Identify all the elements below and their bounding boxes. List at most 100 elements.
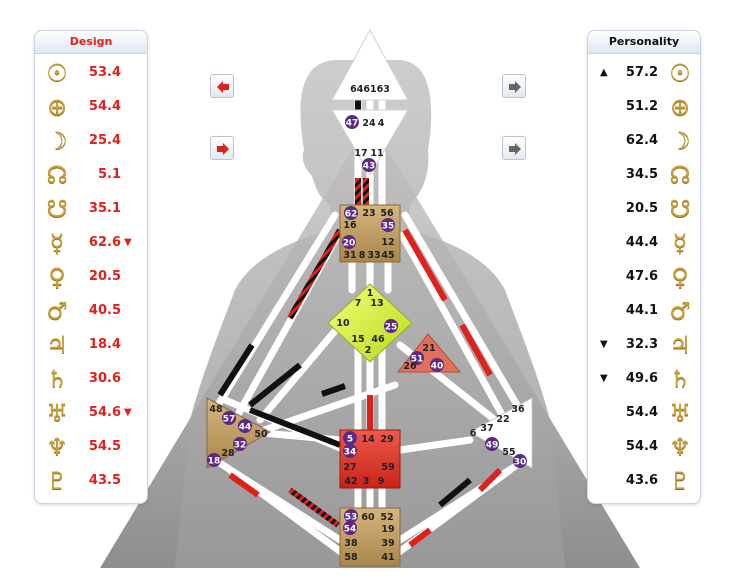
svg-text:4: 4	[378, 118, 385, 129]
personality-row: ☉ 57.2 ▲	[588, 58, 700, 88]
arrow-right-icon	[217, 143, 229, 155]
svg-text:53: 53	[345, 513, 358, 523]
retrograde-arrow-icon: ▲	[600, 67, 608, 78]
personality-row: ⊕51.2	[588, 92, 700, 122]
svg-text:60: 60	[361, 512, 375, 523]
svg-text:51: 51	[411, 355, 424, 365]
planet-glyph-icon: ♀	[48, 263, 66, 291]
activation-value: 30.6	[88, 371, 121, 386]
svg-text:29: 29	[380, 434, 393, 445]
svg-text:52: 52	[380, 512, 393, 523]
svg-text:13: 13	[370, 298, 383, 309]
planet-glyph-icon: ♃	[46, 331, 68, 359]
svg-text:38: 38	[344, 538, 358, 549]
activation-value: 57.2	[625, 65, 658, 80]
g-center	[327, 283, 413, 363]
gate-circle	[343, 521, 357, 535]
planet-glyph-icon: ♃	[669, 331, 691, 359]
svg-text:24: 24	[362, 118, 376, 129]
planet-glyph-icon: ♂	[46, 297, 68, 325]
planet-glyph-icon: ☋	[669, 195, 691, 223]
gate-circle	[238, 419, 252, 433]
svg-text:10: 10	[336, 318, 350, 329]
personality-panel: Personality ☉ 57.2 ▲ ⊕51.2 ☽ 62.4 ☊34.5 ☋20.5 ☿4…	[587, 30, 701, 504]
design-row: ⊕54.4	[35, 92, 147, 122]
gate-circle	[342, 235, 356, 249]
svg-text:37: 37	[480, 423, 493, 434]
planet-glyph-icon: ☉	[669, 59, 691, 87]
svg-text:41: 41	[381, 552, 394, 563]
svg-text:20: 20	[343, 239, 356, 249]
activation-value: 54.4	[88, 99, 121, 114]
svg-text:40: 40	[431, 362, 444, 372]
svg-text:16: 16	[343, 220, 357, 231]
svg-text:43: 43	[363, 162, 376, 172]
svg-text:21: 21	[422, 343, 435, 354]
design-panel-title: Design	[35, 31, 147, 54]
svg-text:26: 26	[403, 361, 417, 372]
planet-glyph-icon: ♂	[669, 297, 691, 325]
gate-circle	[362, 158, 376, 172]
personality-row: ♇43.6	[588, 466, 700, 496]
planet-glyph-icon: ♆	[669, 433, 691, 461]
activation-value: 54.4	[625, 405, 658, 420]
planet-glyph-icon: ☋	[46, 195, 68, 223]
head-center	[331, 28, 409, 101]
gate-circle	[344, 206, 358, 220]
design-row: ♅54.6▼	[35, 398, 147, 428]
svg-text:12: 12	[381, 237, 394, 248]
design-prev-button[interactable]	[210, 74, 234, 98]
gate-circle	[233, 437, 247, 451]
planet-glyph-icon: ♇	[669, 467, 691, 495]
svg-text:19: 19	[381, 524, 394, 535]
gate-circle	[345, 115, 359, 129]
svg-text:1: 1	[367, 288, 374, 299]
planet-glyph-icon: ☽	[46, 127, 68, 155]
personality-row: ☿44.4	[588, 228, 700, 258]
planet-glyph-icon: ♅	[669, 399, 691, 427]
personality-next-button[interactable]	[502, 74, 526, 98]
retrograde-arrow-icon: ▼	[124, 237, 132, 248]
planet-glyph-icon: ☽	[669, 127, 691, 155]
svg-text:54: 54	[344, 525, 357, 535]
svg-text:44: 44	[239, 423, 252, 433]
svg-text:59: 59	[381, 462, 394, 473]
svg-text:14: 14	[361, 434, 375, 445]
activation-value: 25.4	[88, 133, 121, 148]
svg-text:27: 27	[343, 462, 356, 473]
design-row: ♇43.5	[35, 466, 147, 496]
svg-text:57: 57	[223, 415, 236, 425]
gate-circle	[343, 444, 357, 458]
personality-row: ☋20.5	[588, 194, 700, 224]
planet-glyph-icon: ♄	[46, 365, 68, 393]
personality-row: ♆54.4	[588, 432, 700, 462]
personality-row: ♀47.6	[588, 262, 700, 292]
svg-text:18: 18	[208, 457, 221, 467]
personality-row: ☊34.5	[588, 160, 700, 190]
svg-text:32: 32	[234, 441, 247, 451]
personality-next-button-2[interactable]	[502, 136, 526, 160]
svg-text:25: 25	[385, 323, 398, 333]
personality-row: ♂44.1	[588, 296, 700, 326]
activation-value: 53.4	[88, 65, 121, 80]
personality-panel-title: Personality	[588, 31, 700, 54]
design-row: ♂40.5	[35, 296, 147, 326]
activation-value: 35.1	[88, 201, 121, 216]
activation-value: 62.4	[625, 133, 658, 148]
svg-text:55: 55	[502, 447, 515, 458]
design-row: ☿62.6▼	[35, 228, 147, 258]
gate-circle	[222, 411, 236, 425]
gate-circle	[381, 218, 395, 232]
design-row: ♄ 30.6	[35, 364, 147, 394]
svg-text:31: 31	[343, 250, 356, 261]
design-row: ☉53.4	[35, 58, 147, 88]
planet-glyph-icon: ☊	[669, 161, 691, 189]
head-gates: 646163	[350, 84, 390, 95]
personality-row: ☽ 62.4	[588, 126, 700, 156]
design-next-button[interactable]	[210, 136, 234, 160]
svg-text:58: 58	[344, 552, 358, 563]
activation-value: 44.4	[625, 235, 658, 250]
design-row: ♀20.5	[35, 262, 147, 292]
svg-text:7: 7	[355, 298, 362, 309]
svg-text:35: 35	[382, 222, 395, 232]
